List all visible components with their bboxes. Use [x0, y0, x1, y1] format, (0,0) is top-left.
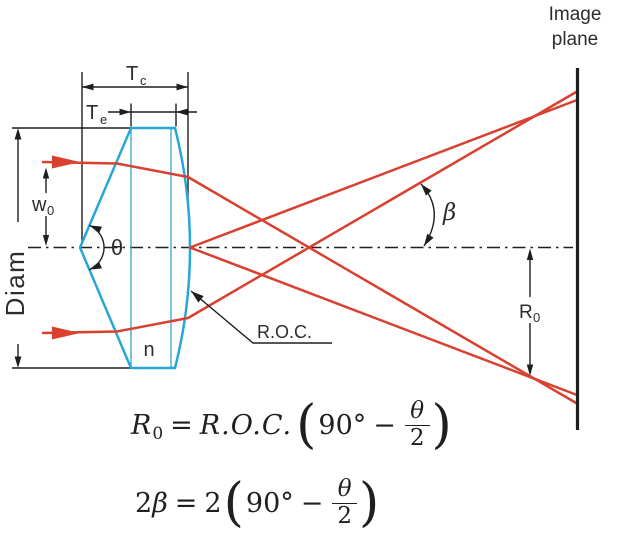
upper-ray-arrowhead-icon	[52, 155, 80, 169]
f1-angle: 90°	[318, 409, 367, 441]
f2-frac-numerator: θ	[337, 476, 352, 503]
beta-label: β	[442, 200, 456, 226]
r0-arrow-up-icon	[526, 248, 534, 260]
f2-fraction: θ 2	[332, 476, 358, 529]
f1-fraction: θ 2	[404, 398, 430, 451]
r0-arrow-down-icon	[526, 364, 534, 376]
tc-label-sub: c	[140, 73, 147, 88]
f1-minus: −	[373, 409, 396, 441]
f2-factor: 2	[204, 487, 222, 519]
f1-frac-numerator: θ	[410, 398, 425, 425]
vertex-ray-up	[189, 98, 578, 249]
w0-label: w	[31, 194, 47, 216]
beta-arc-arrow-down-icon	[424, 233, 434, 246]
f1-open-paren: (	[296, 395, 317, 455]
te-label: T	[86, 102, 98, 124]
diam-label: Diam	[0, 250, 30, 317]
tc-arrow-right-icon	[176, 83, 188, 91]
te-arrow-right-icon	[119, 108, 131, 116]
f1-equals: =	[170, 409, 193, 441]
roc-leader-arrow-icon	[191, 291, 204, 303]
lower-input-ray	[41, 90, 578, 335]
f1-lhs: R	[131, 409, 152, 441]
tc-arrow-left-icon	[82, 83, 94, 91]
f1-factor: R.O.C.	[199, 409, 293, 441]
lower-ray-arrowhead-icon	[52, 326, 80, 340]
w0-arrow-up-icon	[42, 167, 50, 179]
theta-label: θ	[111, 235, 123, 260]
image-plane-label-line2: plane	[552, 29, 599, 50]
r0-label-sub: 0	[533, 310, 540, 325]
tc-label: T	[126, 63, 138, 85]
te-arrow-left-icon	[176, 108, 188, 116]
theta-arc-arrow-up-icon	[89, 225, 102, 234]
r0-label: R	[519, 302, 533, 323]
f2-angle: 90°	[245, 487, 294, 519]
f2-frac-denominator: 2	[332, 502, 358, 529]
f2-minus: −	[300, 487, 324, 519]
te-label-sub: e	[100, 112, 107, 127]
f2-lhs-var: β	[152, 487, 168, 519]
f1-lhs-sub: 0	[152, 424, 164, 444]
w0-arrow-down-icon	[42, 235, 50, 246]
beta-arc-arrow-up-icon	[421, 184, 432, 196]
f2-close-paren: )	[359, 473, 380, 533]
theta-arc-arrow-down-icon	[89, 261, 102, 270]
diam-arrow-down-icon	[14, 356, 22, 368]
axicon-lens-outline	[78, 126, 192, 370]
diam-arrow-up-icon	[14, 128, 22, 140]
f1-frac-denominator: 2	[404, 424, 430, 451]
refractive-index-label: n	[143, 339, 154, 361]
f2-lhs-coeff: 2	[135, 487, 153, 519]
roc-leader-line	[190, 290, 332, 344]
image-plane-label-line1: Image	[549, 4, 602, 25]
vertex-ray-down	[189, 246, 578, 397]
f2-equals: =	[174, 487, 198, 519]
f2-open-paren: (	[223, 473, 244, 533]
f1-close-paren: )	[431, 395, 452, 455]
w0-label-sub: 0	[47, 203, 54, 218]
upper-input-ray	[41, 160, 578, 405]
roc-label: R.O.C.	[257, 322, 312, 342]
